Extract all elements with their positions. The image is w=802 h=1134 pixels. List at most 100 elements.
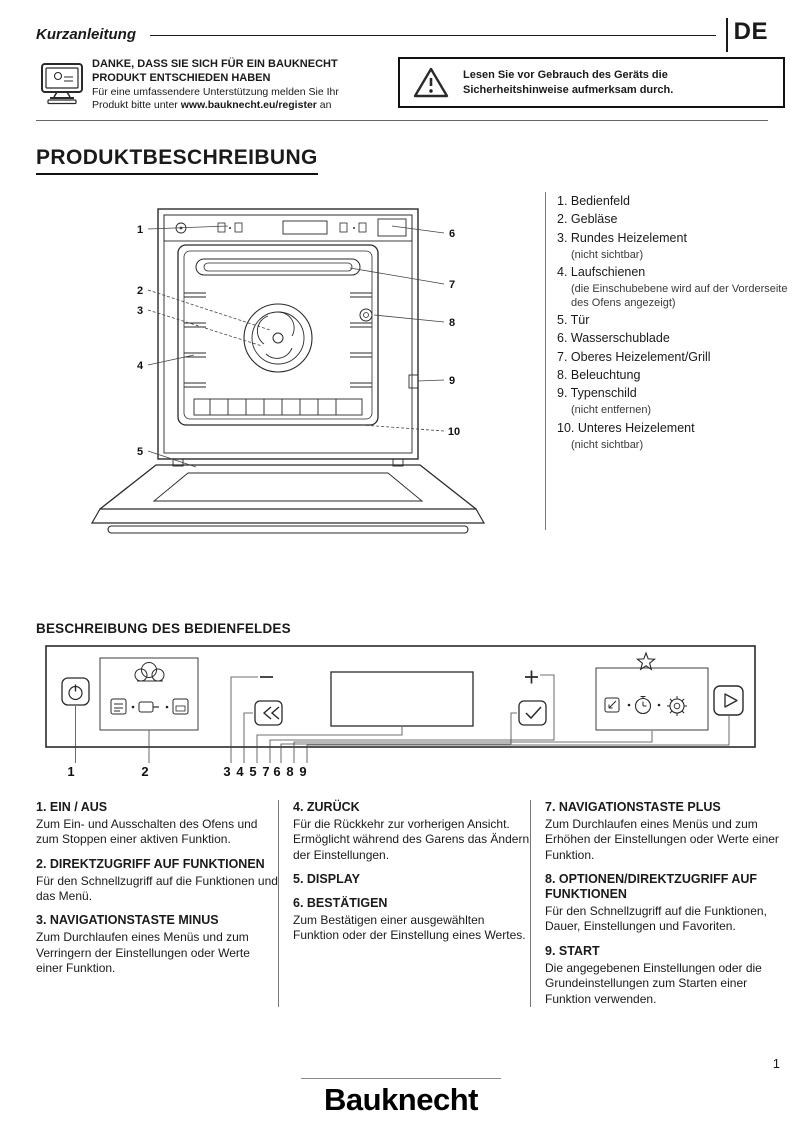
gear-icon (667, 696, 687, 716)
panel-callout-7: 7 (262, 764, 269, 779)
legend-title: 8. OPTIONEN/DIREKTZUGRIFF AUF FUNKTIONEN (545, 872, 758, 902)
thanks-line-2: PRODUKT ENTSCHIEDEN HABEN (92, 72, 271, 85)
diagram-callout-9: 9 (449, 375, 455, 387)
diagram-callout-3: 3 (137, 305, 143, 317)
diagram-callout-4: 4 (137, 360, 144, 372)
diagram-callout-1: 1 (137, 224, 143, 236)
brand-logo: Bauknecht (324, 1082, 478, 1117)
panel-callout-4: 4 (236, 764, 244, 779)
registration-block: DANKE, DASS SIE SICH FÜR EIN BAUKNECHT P… (40, 57, 390, 117)
part-label: 10. Unteres Heizelement (557, 420, 695, 435)
control-panel-diagram: 1 2 3 4 5 7 6 8 9 (45, 645, 757, 785)
header: Kurzanleitung DE (36, 18, 768, 56)
legend-column-3: 7. NAVIGATIONSTASTE PLUS Zum Durchlaufen… (530, 800, 790, 1007)
options-group (595, 667, 709, 731)
part-label: 6. Wasserschublade (557, 331, 670, 346)
legend-body: Zum Durchlaufen eines Menüs und zum Erhö… (545, 817, 779, 862)
support-suffix: an (316, 99, 332, 112)
door-handle (107, 525, 469, 534)
menu-list-icon (110, 698, 127, 715)
diagram-callout-7: 7 (449, 279, 455, 291)
safety-warning-box: Lesen Sie vor Gebrauch des Geräts die Si… (398, 57, 785, 108)
part-label: 7. Oberes Heizelement/Grill (557, 349, 711, 364)
confirm-button-icon (518, 700, 547, 726)
oven-diagram: 1 2 3 4 5 6 7 8 9 10 (78, 193, 518, 548)
power-button-icon (61, 677, 90, 706)
diagram-callout-6: 6 (449, 228, 455, 240)
footer-rule (301, 1078, 501, 1079)
part-note: (nicht entfernen) (571, 404, 652, 417)
legend-title: 7. NAVIGATIONSTASTE PLUS (545, 800, 721, 814)
favorites-star-icon (635, 651, 657, 671)
oven-light (359, 308, 373, 322)
panel-callout-9: 9 (299, 764, 306, 779)
panel-callout-5: 5 (249, 764, 256, 779)
section-divider (36, 120, 768, 121)
part-label: 2. Gebläse (557, 212, 618, 227)
legend-column-1: 1. EIN / AUS Zum Ein- und Ausschalten de… (36, 800, 278, 1007)
pan-icon (138, 701, 159, 713)
oven-body-outline (157, 208, 419, 460)
legend-body: Für die Rückkehr zur vorherigen Ansicht.… (293, 817, 530, 862)
legend-body: Zum Ein- und Ausschalten des Ofens und z… (36, 817, 258, 847)
functions-group (99, 657, 199, 731)
panel-outline (45, 645, 756, 748)
thanks-text: DANKE, DASS SIE SICH FÜR EIN BAUKNECHT P… (92, 57, 339, 113)
oven-cavity (177, 244, 379, 426)
diagram-callout-2: 2 (137, 285, 143, 297)
display-screen (330, 671, 474, 727)
legend-body: Zum Durchlaufen eines Menüs und zum Verr… (36, 930, 250, 976)
assisted-cooking-icon (134, 662, 165, 682)
grill-element (195, 258, 361, 276)
control-panel-title: BESCHREIBUNG DES BEDIENFELDES (36, 621, 291, 636)
legend-title: 4. ZURÜCK (293, 800, 360, 814)
computer-monitor-icon (40, 61, 84, 105)
diagram-callout-5: 5 (137, 446, 143, 458)
header-rule (150, 35, 716, 36)
diagram-callout-8: 8 (449, 317, 455, 329)
bottom-rack (193, 398, 363, 416)
panel-callout-3: 3 (223, 764, 230, 779)
language-divider (726, 18, 728, 52)
part-note: (die Einschubebene wird auf der Vorderse… (571, 283, 788, 310)
part-label: 3. Rundes Heizelement (557, 230, 687, 245)
part-label: 1. Bedienfeld (557, 194, 630, 208)
legend-title: 3. NAVIGATIONSTASTE MINUS (36, 913, 219, 928)
part-label: 5. Tür (557, 313, 590, 328)
part-label: 4. Laufschienen (557, 264, 646, 279)
oven-door-open (90, 458, 486, 534)
language-code: DE (733, 18, 768, 45)
legend-title: 9. START (545, 943, 600, 958)
oven-function-icon (172, 698, 189, 715)
legend-title: 5. DISPLAY (293, 872, 360, 887)
legend-body: Die angegebenen Einstellungen oder die G… (545, 960, 762, 1006)
warning-text: Lesen Sie vor Gebrauch des Geräts die Si… (463, 69, 674, 96)
legend-body: Zum Bestätigen einer ausgewählten Funkti… (293, 913, 526, 943)
part-label: 8. Beleuchtung (557, 367, 641, 382)
page-number: 1 (772, 1056, 780, 1071)
support-line-2: Produkt bitte unter www.bauknecht.eu/reg… (92, 99, 339, 113)
button-legend: 1. EIN / AUS Zum Ein- und Ausschalten de… (36, 800, 790, 1007)
panel-callout-8: 8 (286, 764, 293, 779)
legend-title: 2. DIREKTZUGRIFF AUF FUNKTIONEN (36, 856, 265, 871)
panel-callout-2: 2 (141, 764, 148, 779)
legend-body: Für den Schnellzugriff auf die Funktione… (36, 873, 278, 904)
plus-icon (525, 670, 538, 684)
panel-callout-1: 1 (67, 764, 74, 779)
support-prefix: Produkt bitte unter (92, 99, 181, 112)
part-note: (nicht sichtbar) (571, 438, 644, 451)
timer-clock-icon (634, 696, 652, 715)
support-line-1: Für eine umfassendere Unterstützung meld… (92, 85, 339, 98)
product-description-title: PRODUKTBESCHREIBUNG (36, 146, 318, 175)
part-note: (nicht sichtbar) (571, 248, 644, 261)
warning-triangle-icon (412, 66, 450, 100)
thanks-line-1: DANKE, DASS SIE SICH FÜR EIN BAUKNECHT (92, 58, 338, 70)
shelf-rails (184, 292, 372, 388)
parts-list: 1. Bedienfeld 2. Gebläse 3. Rundes Heize… (545, 192, 791, 530)
control-strip (163, 214, 413, 242)
legend-column-2: 4. ZURÜCK Für die Rückkehr zur vorherige… (278, 800, 530, 1007)
shortcut-icon (604, 697, 620, 713)
legend-title: 6. BESTÄTIGEN (293, 896, 388, 911)
fan (243, 303, 313, 373)
